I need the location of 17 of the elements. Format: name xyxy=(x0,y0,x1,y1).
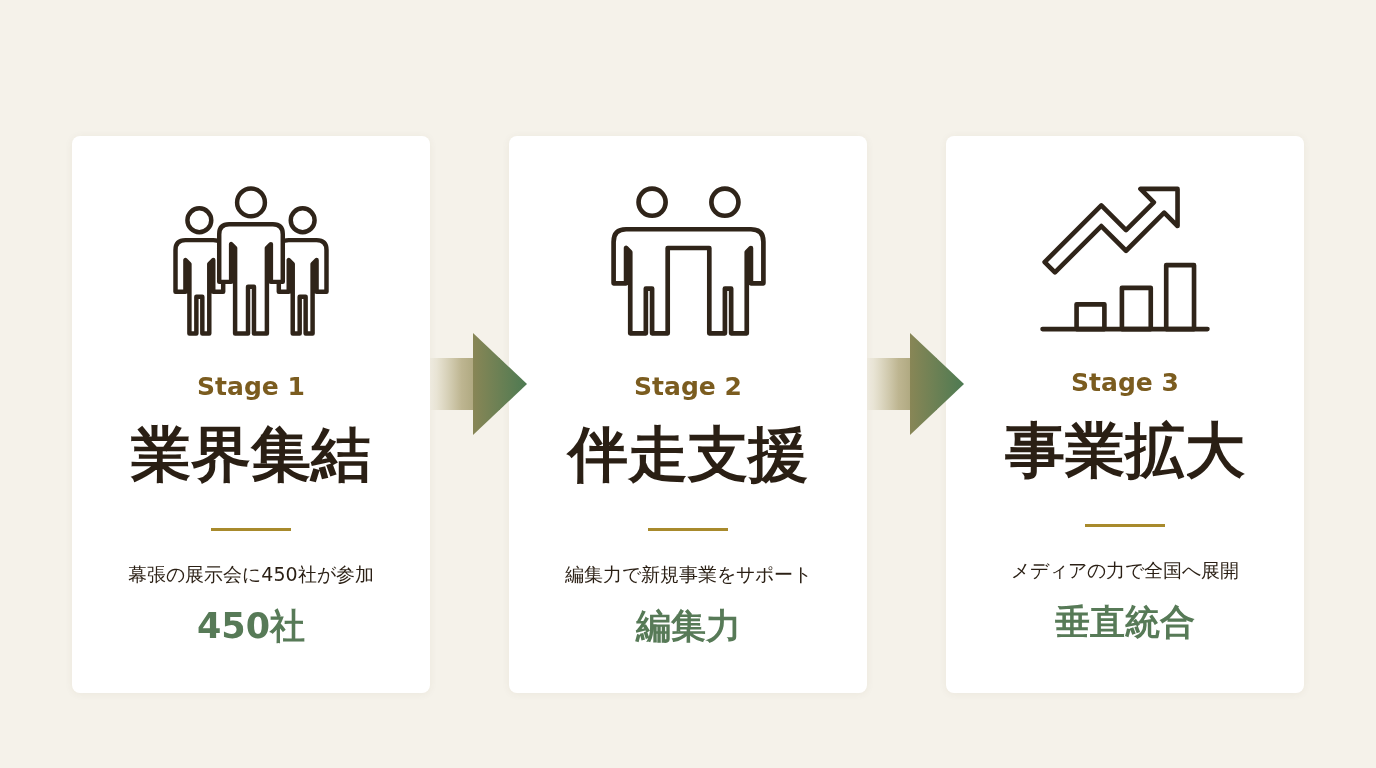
description-text: 編集力で新規事業をサポート xyxy=(564,562,812,587)
highlight-text: 垂直統合 xyxy=(1055,601,1195,644)
stage-title: 業界集結 xyxy=(131,418,371,490)
stage-card xyxy=(509,136,867,693)
arrow xyxy=(867,333,964,435)
stage-card xyxy=(946,136,1304,693)
highlight-text: 編集力 xyxy=(635,605,741,648)
stage-title: 事業拡大 xyxy=(1005,414,1245,486)
description-text: メディアの力で全国へ展開 xyxy=(1011,558,1239,583)
stage-label: Stage 1 xyxy=(197,372,305,402)
stage-title: 伴走支援 xyxy=(568,418,808,490)
highlight-text: 450社 xyxy=(196,605,306,648)
stage-card xyxy=(72,136,430,693)
description-text: 幕張の展示会に450社が参加 xyxy=(128,562,374,587)
stage-label: Stage 3 xyxy=(1071,368,1179,398)
arrow xyxy=(430,333,527,435)
stage-label: Stage 2 xyxy=(634,372,742,402)
